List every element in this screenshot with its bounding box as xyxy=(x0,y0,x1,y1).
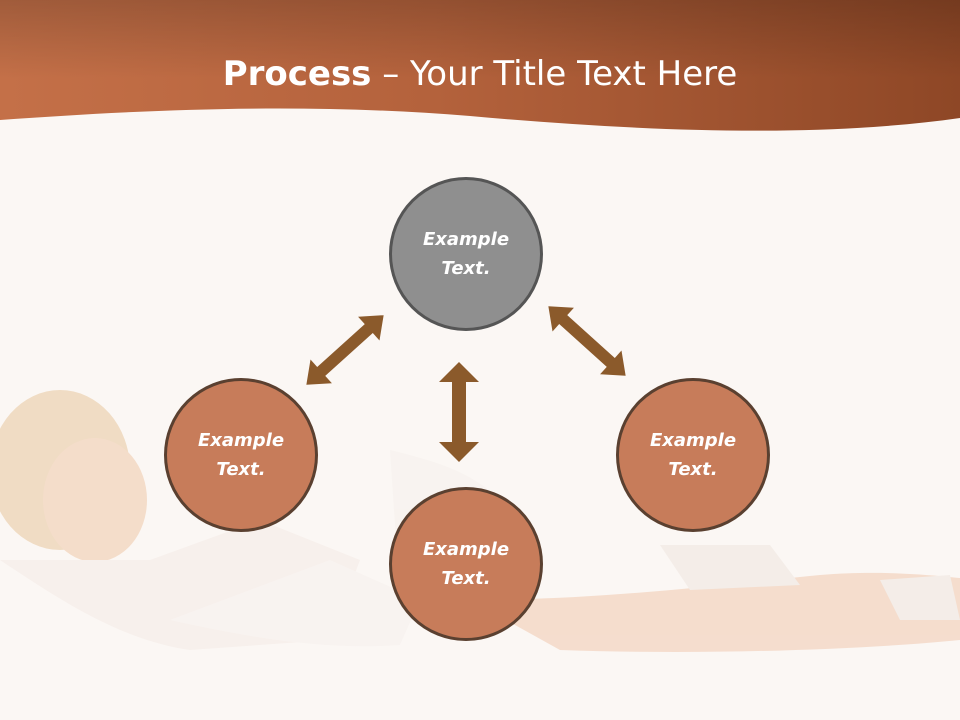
page-title: Process – Your Title Text Here xyxy=(0,52,960,96)
arrow-top-left xyxy=(306,315,384,385)
node-left: Example Text. xyxy=(164,378,318,532)
arrow-vertical xyxy=(439,362,479,462)
node-top-label: Example Text. xyxy=(422,229,510,279)
node-bottom-label: Example Text. xyxy=(422,539,510,589)
node-right: Example Text. xyxy=(616,378,770,532)
node-bottom: Example Text. xyxy=(389,487,543,641)
background-photo xyxy=(0,390,960,652)
node-right-label: Example Text. xyxy=(649,430,737,480)
title-bold: Process xyxy=(222,54,372,94)
node-top: Example Text. xyxy=(389,177,543,331)
arrow-top-right xyxy=(548,306,626,376)
header-band xyxy=(0,0,960,131)
title-rest: – Your Title Text Here xyxy=(371,54,738,94)
node-left-label: Example Text. xyxy=(197,430,285,480)
